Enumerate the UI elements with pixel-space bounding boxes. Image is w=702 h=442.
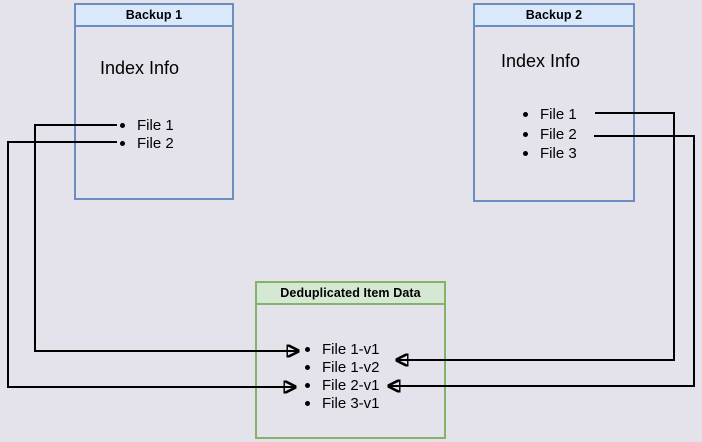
backup1-title: Backup 1	[76, 5, 232, 27]
list-item: File 1	[475, 105, 633, 125]
backup2-file1-label: File 1	[540, 106, 577, 124]
list-item: File 2	[76, 134, 232, 152]
bullet-icon	[305, 364, 310, 370]
bullet-icon	[523, 151, 528, 157]
backup2-box: Backup 2 Index Info File 1 File 2 File 3	[473, 3, 635, 202]
backup2-index-info-label: Index Info	[501, 51, 581, 71]
list-item: File 2-v1	[257, 376, 444, 394]
dedup-file2-v1-label: File 2-v1	[322, 376, 380, 394]
list-item: File 1-v2	[257, 358, 444, 376]
dedup-file3-v1-label: File 3-v1	[322, 394, 380, 412]
list-item: File 3	[475, 144, 633, 164]
backup1-index-info-label: Index Info	[100, 58, 180, 78]
backup2-file2-label: File 2	[540, 125, 577, 143]
bullet-icon	[523, 112, 528, 118]
bullet-icon	[120, 122, 125, 128]
bullet-icon	[305, 400, 310, 406]
dedup-item-list: File 1-v1 File 1-v2 File 2-v1 File 3-v1	[257, 340, 444, 412]
backup2-file-list: File 1 File 2 File 3	[475, 105, 633, 164]
bullet-icon	[523, 131, 528, 137]
dedup-file1-v1-label: File 1-v1	[322, 340, 380, 358]
dedup-file1-v2-label: File 1-v2	[322, 358, 380, 376]
backup1-file-list: File 1 File 2	[76, 116, 232, 152]
list-item: File 2	[475, 125, 633, 145]
bullet-icon	[305, 382, 310, 388]
backup1-file1-label: File 1	[137, 116, 174, 134]
list-item: File 3-v1	[257, 394, 444, 412]
dedup-box: Deduplicated Item Data File 1-v1 File 1-…	[255, 281, 446, 439]
backup1-file2-label: File 2	[137, 134, 174, 152]
backup2-file3-label: File 3	[540, 145, 577, 163]
backup2-title: Backup 2	[475, 5, 633, 27]
bullet-icon	[120, 140, 125, 146]
backup1-box: Backup 1 Index Info File 1 File 2	[74, 3, 234, 200]
list-item: File 1	[76, 116, 232, 134]
list-item: File 1-v1	[257, 340, 444, 358]
dedup-title: Deduplicated Item Data	[257, 283, 444, 305]
bullet-icon	[305, 346, 310, 352]
